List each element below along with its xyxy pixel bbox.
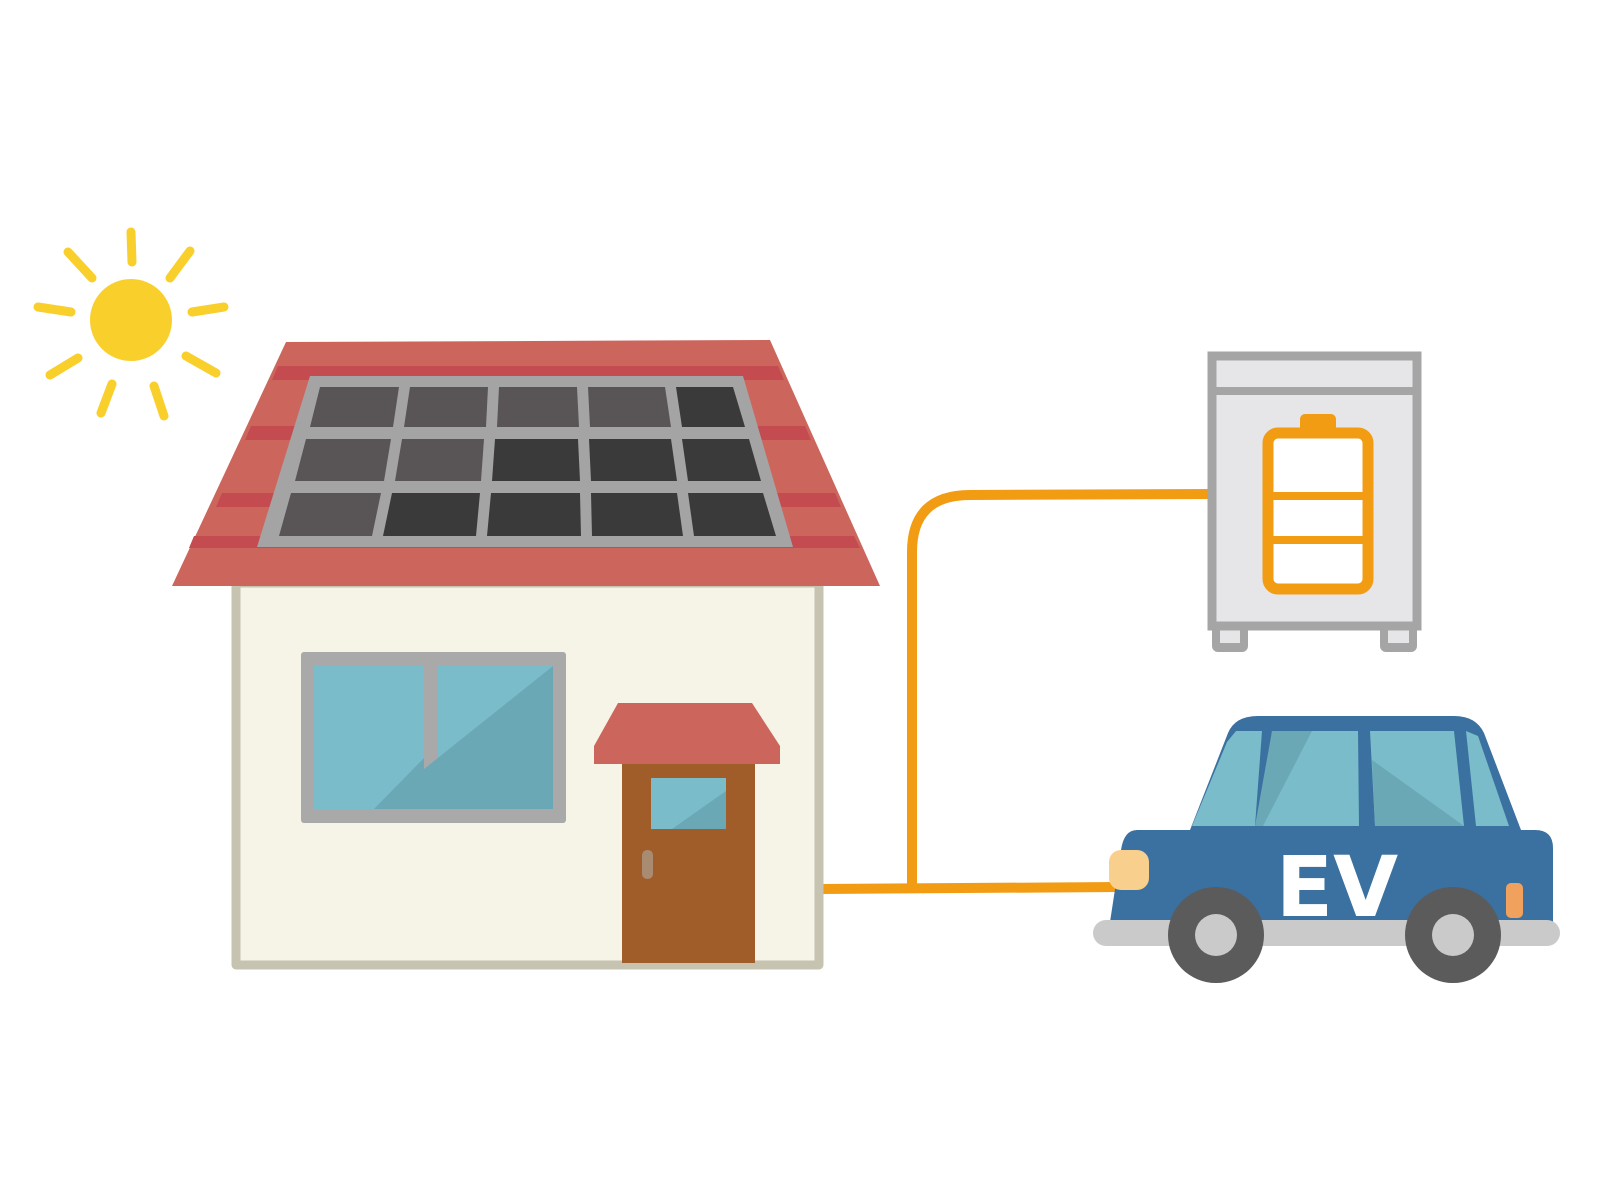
car-headlight — [1109, 850, 1149, 890]
car-ev-label: EV — [1276, 838, 1398, 936]
house-icon — [172, 340, 880, 970]
battery-icon — [1262, 414, 1374, 595]
car-window-back — [1466, 731, 1509, 826]
car-taillight — [1506, 883, 1523, 918]
house-window — [301, 652, 566, 823]
sun-disc — [90, 279, 172, 361]
power-cables — [817, 489, 1218, 894]
electric-car-icon: EV — [1093, 716, 1560, 983]
door-canopy — [594, 703, 780, 764]
battery-storage-icon — [1207, 351, 1422, 652]
door-handle — [642, 850, 653, 879]
cable-to-battery — [907, 489, 1218, 892]
cable-house-to-car — [817, 882, 1123, 894]
car-wheel-front — [1168, 887, 1264, 983]
car-window-front — [1192, 731, 1262, 826]
solar-panel-icon — [257, 376, 793, 547]
car-wheel-rear — [1405, 887, 1501, 983]
house-door — [594, 703, 780, 963]
solar-cells — [279, 387, 776, 536]
sun-rays — [33, 227, 229, 421]
sun-icon — [33, 227, 229, 421]
